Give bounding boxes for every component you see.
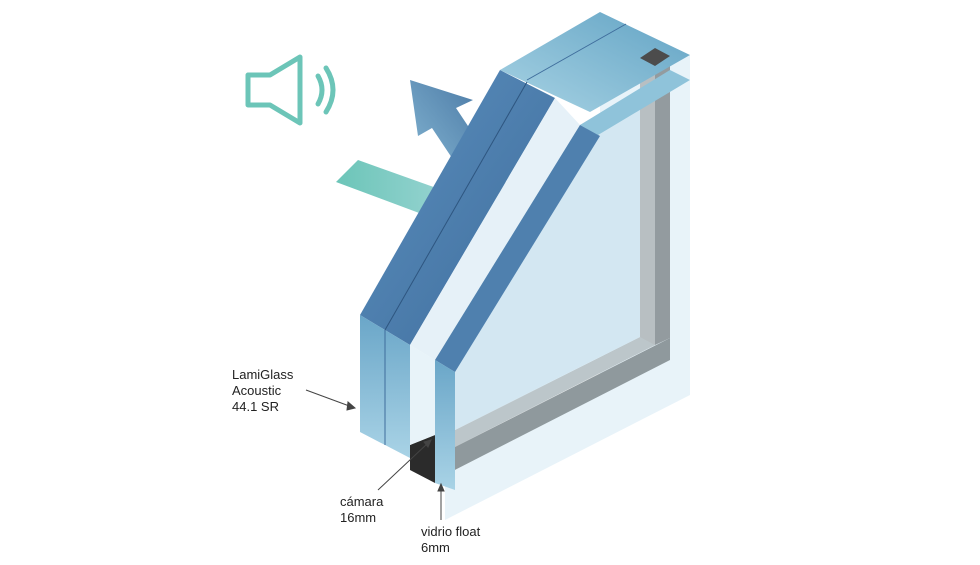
label-laminated-line3: 44.1 SR	[232, 399, 279, 414]
label-chamber: cámara 16mm	[340, 494, 383, 526]
spacer-bottom	[445, 337, 655, 452]
speaker-sound-icon	[245, 54, 336, 126]
leader-lines	[305, 389, 445, 520]
inner-glass-face	[445, 90, 640, 435]
float-pane-slope	[435, 125, 600, 372]
label-laminated-glass: LamiGlass Acoustic 44.1 SR	[232, 367, 293, 415]
chamber-top-strip	[410, 98, 580, 360]
label-float-line1: vidrio float	[421, 524, 481, 539]
top-spacer-dark	[640, 48, 670, 66]
spacer-bottom-dark	[445, 338, 670, 475]
float-pane-edge	[435, 360, 455, 490]
chamber-spacer-block	[410, 435, 435, 483]
label-float-line2: 6mm	[421, 540, 450, 555]
label-chamber-line1: cámara	[340, 494, 384, 509]
label-chamber-line2: 16mm	[340, 510, 377, 525]
spacer-right-dark	[655, 61, 670, 345]
label-laminated-line1: LamiGlass	[232, 367, 294, 382]
top-edge-outer	[500, 12, 690, 112]
top-edge-inner	[580, 70, 690, 135]
laminated-pane-slope	[360, 70, 555, 345]
label-laminated-line2: Acoustic	[232, 383, 282, 398]
chamber-end-light	[410, 345, 435, 445]
spacer-right	[640, 68, 655, 352]
label-float-glass: vidrio float 6mm	[421, 524, 480, 556]
